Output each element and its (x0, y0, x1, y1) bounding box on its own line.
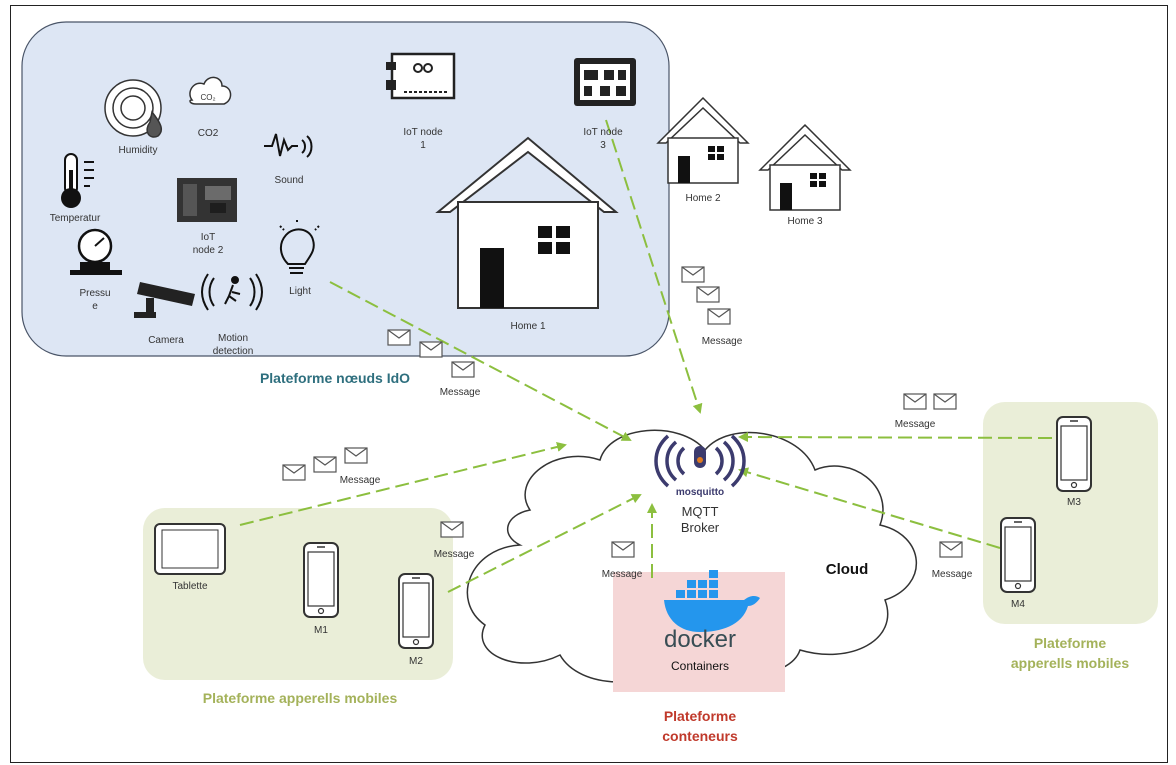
envelope-icon (282, 464, 306, 481)
thermometer-icon (61, 153, 94, 208)
camera-label: Camera (148, 335, 184, 346)
message-label: Message (439, 387, 481, 398)
envelope-icon (313, 456, 337, 473)
envelope-icon (939, 541, 963, 558)
envelope-icon (696, 286, 720, 303)
envelope-icon (707, 308, 731, 325)
mosquitto-logo-text: mosquitto (675, 487, 725, 498)
humidity-label: Humidity (118, 145, 158, 156)
envelope-icon (933, 393, 957, 410)
arrow-light-to-broker (329, 281, 632, 441)
message-arrows (239, 119, 1053, 593)
iot-node-1-board-icon (386, 52, 456, 100)
envelope-icon (440, 521, 464, 538)
arrow-tablet-to-broker (239, 442, 567, 526)
iot-node-2-board-icon (177, 178, 237, 222)
temperature-label: Temperatur (49, 213, 101, 224)
envelope-icon (611, 541, 635, 558)
m1-label: M1 (314, 625, 328, 636)
envelope-icon (344, 447, 368, 464)
docker-logo-text: docker (663, 626, 737, 653)
tablet-icon (154, 523, 226, 575)
arrow-m3-to-broker (738, 432, 1053, 443)
message-label: Message (433, 549, 475, 560)
motion-detection-label: Motion detection (212, 333, 254, 357)
light-bulb-icon (279, 220, 320, 274)
container-platform-title: Plateforme conteneurs (662, 708, 738, 744)
m3-label: M3 (1067, 497, 1081, 508)
home-3-icon (759, 124, 851, 211)
mobile-platform-left-title: Plateforme apperells mobiles (202, 690, 398, 706)
pressure-label: Pressu e (79, 288, 111, 312)
camera-icon (134, 282, 195, 318)
envelope-icon (681, 266, 705, 283)
envelope-icon (419, 341, 443, 358)
home-2-icon (657, 97, 749, 184)
humidity-icon (104, 79, 163, 138)
envelope-icon (903, 393, 927, 410)
envelope-icon (451, 361, 475, 378)
phone-m2-icon (398, 573, 434, 649)
arrow-node3-to-broker (605, 119, 703, 414)
sound-icon (264, 133, 313, 158)
containers-label: Containers (670, 659, 730, 673)
iot-node-3-label: IoT node 3 (583, 127, 623, 151)
message-label: Message (701, 336, 743, 347)
pressure-gauge-icon (70, 228, 122, 275)
iot-node-2-label: IoT node 2 (192, 232, 224, 256)
message-label: Message (601, 569, 643, 580)
home-1-icon (435, 136, 619, 309)
message-label: Message (931, 569, 973, 580)
arrow-m2-to-broker (447, 494, 642, 593)
iot-node-1-label: IoT node 1 (403, 127, 443, 151)
light-label: Light (289, 286, 311, 297)
m4-label: M4 (1011, 599, 1025, 610)
phone-m1-icon (303, 542, 339, 618)
home-3-label: Home 3 (787, 216, 823, 227)
arrow-m4-to-broker (738, 467, 1001, 549)
svg-text:CO₂: CO₂ (200, 93, 215, 102)
tablette-label: Tablette (172, 581, 208, 592)
co2-label: CO2 (197, 128, 219, 139)
motion-detection-icon (201, 273, 263, 311)
iot-node-3-board-icon (574, 58, 636, 106)
phone-m3-icon (1056, 416, 1092, 492)
message-label: Message (894, 419, 936, 430)
docker-whale-icon (664, 570, 760, 632)
home-2-label: Home 2 (685, 193, 721, 204)
co2-icon: CO₂ (189, 76, 232, 105)
envelope-icon (387, 329, 411, 346)
mosquitto-logo (654, 434, 746, 488)
phone-m4-icon (1000, 517, 1036, 593)
mqtt-broker-label: MQTT Broker (680, 504, 720, 535)
mobile-platform-right-title: Plateforme apperells mobiles (1010, 635, 1130, 671)
home-1-label: Home 1 (510, 321, 546, 332)
m2-label: M2 (409, 656, 423, 667)
iot-platform-title: Plateforme nœuds IdO (259, 370, 411, 386)
cloud-shape (466, 429, 917, 683)
cloud-label: Cloud (825, 561, 869, 578)
message-label: Message (339, 475, 381, 486)
sound-label: Sound (274, 175, 304, 186)
